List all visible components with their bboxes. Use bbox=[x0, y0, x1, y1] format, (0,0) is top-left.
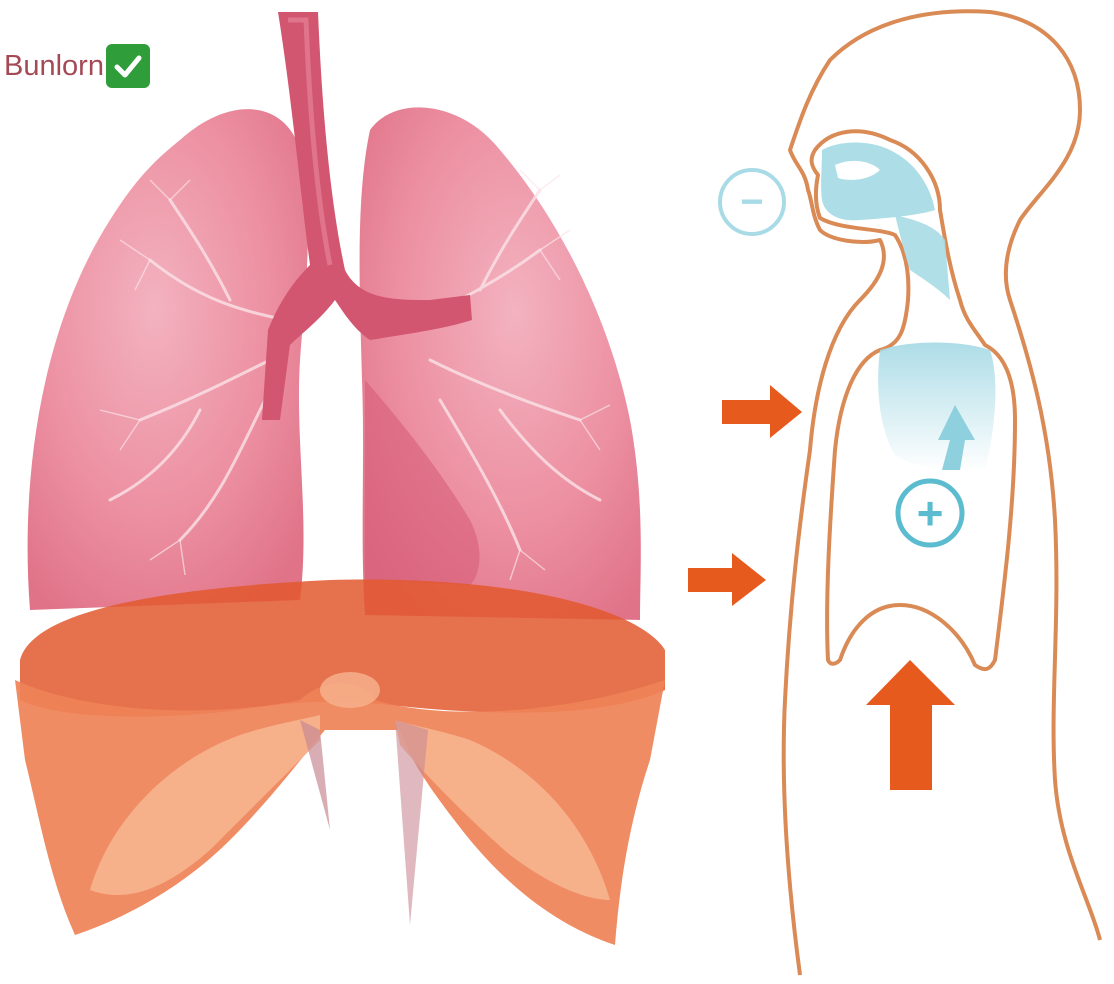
chest-airflow bbox=[878, 343, 995, 472]
lungs-illustration bbox=[15, 12, 665, 945]
minus-symbol-text: − bbox=[740, 180, 763, 224]
arrow-up-icon bbox=[866, 660, 955, 790]
left-lung bbox=[28, 109, 308, 610]
minus-symbol-icon: − bbox=[720, 170, 784, 234]
arrow-right-icon bbox=[688, 553, 766, 606]
green-checkmark-icon bbox=[106, 44, 150, 88]
watermark-text: Bunlorn bbox=[4, 50, 104, 83]
diaphragm bbox=[15, 680, 665, 945]
watermark: Bunlorn bbox=[4, 44, 150, 88]
arrow-right-icon bbox=[722, 385, 802, 438]
mouth-cavity bbox=[821, 143, 935, 221]
plus-symbol-icon: + bbox=[898, 481, 962, 545]
plus-symbol-text: + bbox=[917, 487, 944, 539]
